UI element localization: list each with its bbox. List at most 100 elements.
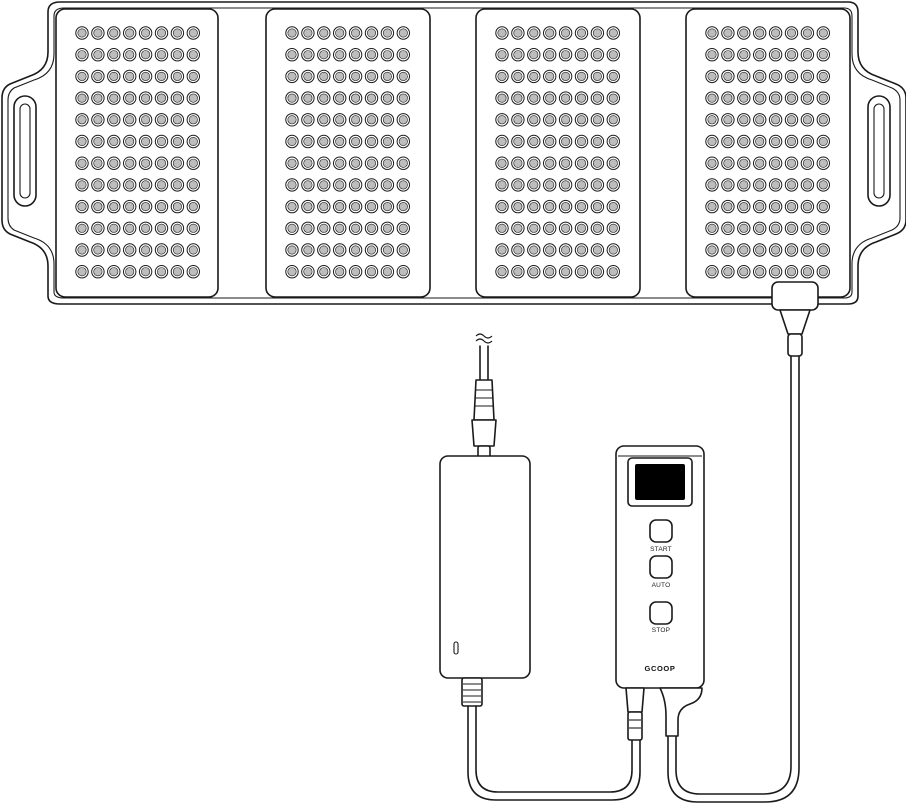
led-dot-core <box>125 28 135 38</box>
led-dot-core <box>188 115 198 125</box>
led-dot-core <box>351 93 361 103</box>
led-dot-core <box>351 158 361 168</box>
led-dot-core <box>723 202 733 212</box>
led-dot-core <box>319 93 329 103</box>
led-dot-core <box>125 50 135 60</box>
led-dot-core <box>366 137 376 147</box>
start-button[interactable] <box>649 519 673 543</box>
led-dot-core <box>497 202 507 212</box>
led-dot-core <box>366 50 376 60</box>
led-dot-core <box>319 158 329 168</box>
led-dot-core <box>529 267 539 277</box>
led-dot-core <box>172 50 182 60</box>
led-dot-core <box>592 28 602 38</box>
led-dot-core <box>319 50 329 60</box>
led-dot-core <box>141 50 151 60</box>
led-dot-core <box>351 267 361 277</box>
led-dot-core <box>398 245 408 255</box>
controller: START AUTO STOP GCOOP <box>615 445 705 741</box>
pad-connector-neck <box>787 333 803 357</box>
led-dot-core <box>398 180 408 190</box>
led-dot-core <box>771 93 781 103</box>
led-dot-core <box>529 202 539 212</box>
led-dot-core <box>141 137 151 147</box>
led-dot-core <box>77 223 87 233</box>
led-dot-core <box>382 50 392 60</box>
led-dot-core <box>157 180 167 190</box>
led-dot-core <box>802 223 812 233</box>
led-dot-core <box>707 71 717 81</box>
led-dot-core <box>739 267 749 277</box>
therapy-pad <box>1 1 906 305</box>
led-dot-core <box>287 50 297 60</box>
led-dot-core <box>786 245 796 255</box>
led-dot-core <box>109 245 119 255</box>
auto-button[interactable] <box>649 555 673 579</box>
led-dot-core <box>335 180 345 190</box>
led-dot-core <box>723 158 733 168</box>
led-dot-core <box>93 93 103 103</box>
led-dot-core <box>366 28 376 38</box>
led-dot-core <box>513 245 523 255</box>
led-dot-core <box>93 71 103 81</box>
led-dot-core <box>351 223 361 233</box>
led-dot-core <box>319 115 329 125</box>
led-dot-core <box>802 267 812 277</box>
led-dot-core <box>707 245 717 255</box>
led-dot-core <box>723 28 733 38</box>
led-dot-core <box>109 137 119 147</box>
led-dot-core <box>786 180 796 190</box>
pad-cable-inner <box>667 355 800 803</box>
led-dot-core <box>561 202 571 212</box>
led-dot-core <box>157 267 167 277</box>
led-dot-core <box>366 71 376 81</box>
led-dot-core <box>319 245 329 255</box>
led-dot-core <box>545 137 555 147</box>
led-dot-core <box>771 158 781 168</box>
led-dot-core <box>157 93 167 103</box>
led-dot-core <box>592 137 602 147</box>
led-dot-core <box>109 28 119 38</box>
led-dot-core <box>398 93 408 103</box>
led-dot-core <box>141 28 151 38</box>
led-dot-core <box>172 158 182 168</box>
led-dot-core <box>157 158 167 168</box>
led-dot-core <box>93 115 103 125</box>
led-dot-core <box>77 115 87 125</box>
led-dot-core <box>608 245 618 255</box>
led-dot-core <box>172 180 182 190</box>
led-dot-core <box>287 115 297 125</box>
led-dot-core <box>786 202 796 212</box>
led-dot-core <box>335 28 345 38</box>
pad-connector-strain-relief <box>779 309 811 335</box>
led-dot-core <box>802 245 812 255</box>
auto-button-label: AUTO <box>652 582 671 589</box>
led-dot-core <box>529 71 539 81</box>
led-dot-core <box>545 202 555 212</box>
led-dot-core <box>351 202 361 212</box>
led-dot-core <box>545 223 555 233</box>
led-dot-core <box>755 115 765 125</box>
led-dot-core <box>513 158 523 168</box>
led-dot-core <box>335 158 345 168</box>
led-dot-core <box>561 267 571 277</box>
led-dot-core <box>287 158 297 168</box>
led-dot-core <box>497 115 507 125</box>
led-dot-core <box>802 71 812 81</box>
led-dot-core <box>513 71 523 81</box>
led-dot-core <box>497 28 507 38</box>
led-dot-core <box>303 115 313 125</box>
led-dot-core <box>707 137 717 147</box>
led-dot-core <box>513 137 523 147</box>
led-dot-core <box>786 223 796 233</box>
controller-screen[interactable] <box>635 464 685 500</box>
led-dot-core <box>172 137 182 147</box>
led-dot-core <box>771 28 781 38</box>
led-dot-core <box>172 202 182 212</box>
led-dot-core <box>739 245 749 255</box>
stop-button[interactable] <box>649 601 673 625</box>
led-dot-core <box>818 180 828 190</box>
led-dot-core <box>287 202 297 212</box>
led-dot-core <box>335 245 345 255</box>
led-dot-core <box>188 137 198 147</box>
